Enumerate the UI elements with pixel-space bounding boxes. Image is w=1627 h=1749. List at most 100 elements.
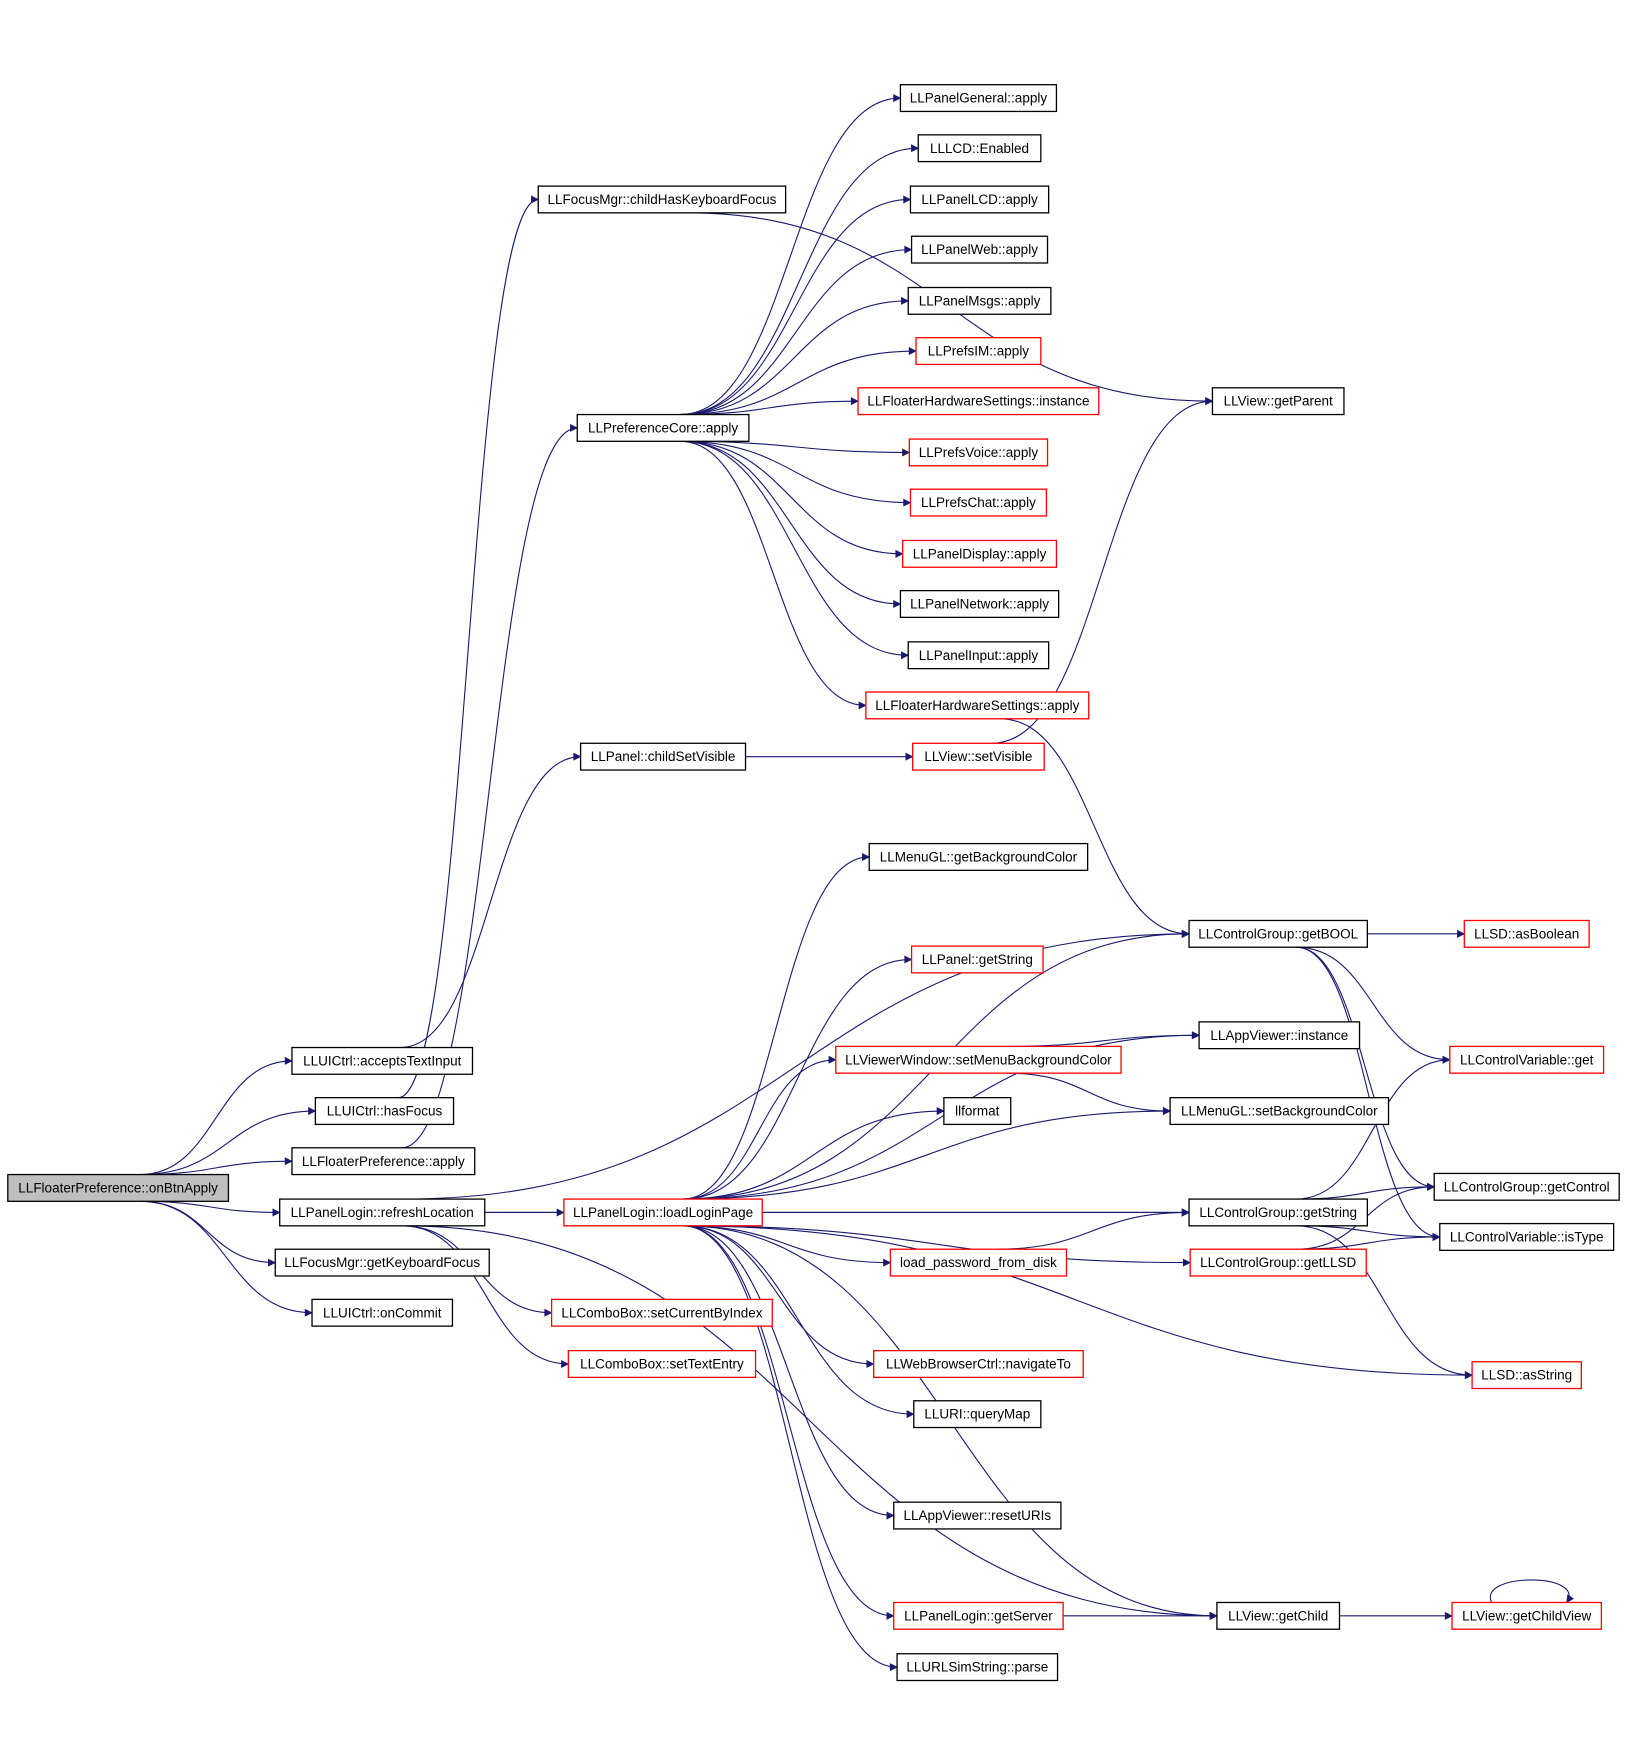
node-resetURIs[interactable]: LLAppViewer::resetURIs [893,1501,1062,1530]
node-setVisible[interactable]: LLView::setVisible [912,742,1045,771]
edge-hasFocus-to-childHasKb [398,195,540,1099]
node-box [865,691,1090,720]
node-asBoolean[interactable]: LLSD::asBoolean [1463,919,1590,948]
node-box [7,1173,230,1202]
edge-setVisible-to-getParent [991,397,1214,744]
node-label: LLURLSimString::parse [906,1660,1048,1675]
node-box [873,1349,1084,1379]
node-box [579,742,747,771]
node-prefsChat[interactable]: LLPrefsChat::apply [909,488,1048,517]
node-fhsInstance[interactable]: LLFloaterHardwareSettings::instance [857,387,1100,416]
node-hasFocus[interactable]: LLUICtrl::hasFocus [314,1097,455,1126]
node-lcdEnabled[interactable]: LLLCD::Enabled [917,134,1042,163]
node-refreshLoc[interactable]: LLPanelLogin::refreshLocation [279,1198,486,1227]
node-label: LLMenuGL::getBackgroundColor [880,850,1078,865]
node-label: LLComboBox::setTextEntry [580,1357,744,1372]
edge-acceptsText-to-childSetVis [400,752,582,1049]
node-box [857,387,1100,416]
node-urlParse[interactable]: LLURLSimString::parse [896,1653,1059,1682]
node-label: LLPanelLogin::refreshLocation [291,1205,474,1220]
node-box [1439,1222,1615,1251]
node-setCurIdx[interactable]: LLComboBox::setCurrentByIndex [550,1298,773,1327]
node-panelGetString[interactable]: LLPanel::getString [910,945,1044,974]
node-prefsVoice[interactable]: LLPrefsVoice::apply [908,438,1049,467]
node-loadLogin[interactable]: LLPanelLogin::loadLoginPage [563,1198,763,1227]
node-label: LLPanelLogin::getServer [904,1608,1053,1623]
node-isType[interactable]: LLControlVariable::isType [1439,1222,1615,1251]
node-label: LLView::setVisible [924,749,1032,764]
node-navigateTo[interactable]: LLWebBrowserCtrl::navigateTo [873,1349,1084,1379]
node-label: LLControlGroup::getBOOL [1198,926,1358,941]
node-pLCD[interactable]: LLPanelLCD::apply [909,185,1050,214]
node-getControl[interactable]: LLControlGroup::getControl [1433,1172,1620,1201]
edge-root-to-refreshLoc [140,1200,281,1217]
node-onCommit[interactable]: LLUICtrl::onCommit [311,1298,454,1327]
node-cvGet[interactable]: LLControlVariable::get [1449,1045,1605,1074]
node-label: LLUICtrl::onCommit [323,1305,442,1320]
node-label: LLPanelMsgs::apply [919,293,1041,308]
node-fhsApply[interactable]: LLFloaterHardwareSettings::apply [865,691,1090,720]
node-getBOOL[interactable]: LLControlGroup::getBOOL [1188,919,1368,948]
node-llformat[interactable]: llformat [943,1097,1012,1126]
node-appInstance[interactable]: LLAppViewer::instance [1198,1021,1361,1050]
node-asString[interactable]: LLSD::asString [1471,1361,1582,1390]
edge-loadLogin-to-appInstance [682,1031,1200,1200]
node-pMsgs[interactable]: LLPanelMsgs::apply [907,286,1052,315]
edge-prefCore-to-pInput [680,440,910,660]
node-prefCore[interactable]: LLPreferenceCore::apply [576,413,750,442]
edge-loadLogin-to-menuGetBg [682,852,871,1200]
node-setTextEntry[interactable]: LLComboBox::setTextEntry [567,1349,757,1379]
node-queryMap[interactable]: LLURI::queryMap [913,1400,1042,1429]
edge-loadLogin-to-panelGetString [682,955,913,1200]
node-label: LLSD::asBoolean [1474,926,1579,941]
node-getChild[interactable]: LLView::getChild [1216,1601,1341,1630]
node-menuSetBg[interactable]: LLMenuGL::setBackgroundColor [1169,1097,1390,1126]
node-label: LLSD::asString [1481,1368,1572,1383]
node-label: LLPanelNetwork::apply [910,597,1049,612]
node-getLLSD[interactable]: LLControlGroup::getLLSD [1189,1248,1367,1277]
node-prefsIM[interactable]: LLPrefsIM::apply [915,337,1042,366]
node-label: LLPrefsChat::apply [921,495,1036,510]
node-pNetwork[interactable]: LLPanelNetwork::apply [899,589,1060,619]
edge-prefCore-to-pLCD [680,195,912,416]
node-loadPwd[interactable]: load_password_from_disk [889,1248,1068,1277]
node-box [567,1349,757,1379]
edge-loadLogin-to-navigateTo [682,1225,875,1368]
node-floaterApply[interactable]: LLFloaterPreference::apply [291,1147,476,1176]
edge-prefCore-to-fhsApply [680,440,867,710]
node-box [893,1501,1062,1530]
node-pGeneral[interactable]: LLPanelGeneral::apply [899,84,1058,113]
node-setMenuBg[interactable]: LLViewerWindow::setMenuBackgroundColor [835,1045,1122,1074]
node-box [910,945,1044,974]
node-box [1449,1045,1605,1074]
node-getKbFocus[interactable]: LLFocusMgr::getKeyboardFocus [274,1248,490,1277]
node-acceptsText[interactable]: LLUICtrl::acceptsTextInput [291,1046,474,1075]
node-pWeb[interactable]: LLPanelWeb::apply [910,235,1049,264]
node-box [1463,919,1590,948]
node-childHasKb[interactable]: LLFocusMgr::childHasKeyboardFocus [537,185,787,214]
node-menuGetBg[interactable]: LLMenuGL::getBackgroundColor [868,842,1089,871]
node-getParent[interactable]: LLView::getParent [1211,387,1345,416]
edge-setMenuBg-to-menuSetBg [1006,1072,1171,1116]
node-getChildView[interactable]: LLView::getChildView [1451,1601,1603,1630]
node-getServer[interactable]: LLPanelLogin::getServer [893,1601,1064,1630]
node-label: LLPanelLogin::loadLoginPage [573,1205,753,1220]
node-box [576,413,750,442]
node-label: LLUICtrl::hasFocus [327,1104,443,1119]
edge-prefCore-to-prefsChat [680,440,912,507]
node-getString[interactable]: LLControlGroup::getString [1188,1198,1368,1227]
node-root[interactable]: LLFloaterPreference::onBtnApply [7,1173,230,1202]
node-label: LLPanelDisplay::apply [913,546,1047,561]
node-box [913,1400,1042,1429]
edge-prefCore-to-prefsIM [680,347,917,416]
node-label: LLFocusMgr::childHasKeyboardFocus [548,192,777,207]
node-box [912,742,1045,771]
node-label: LLPanelLCD::apply [921,192,1038,207]
node-label: LLViewerWindow::setMenuBackgroundColor [845,1052,1112,1067]
edge-root-to-getKbFocus [140,1200,277,1267]
node-label: LLControlVariable::get [1460,1052,1594,1067]
node-pInput[interactable]: LLPanelInput::apply [907,641,1050,670]
node-childSetVis[interactable]: LLPanel::childSetVisible [579,742,747,771]
node-label: LLFloaterHardwareSettings::apply [875,698,1079,713]
node-pDisplay[interactable]: LLPanelDisplay::apply [902,539,1058,568]
